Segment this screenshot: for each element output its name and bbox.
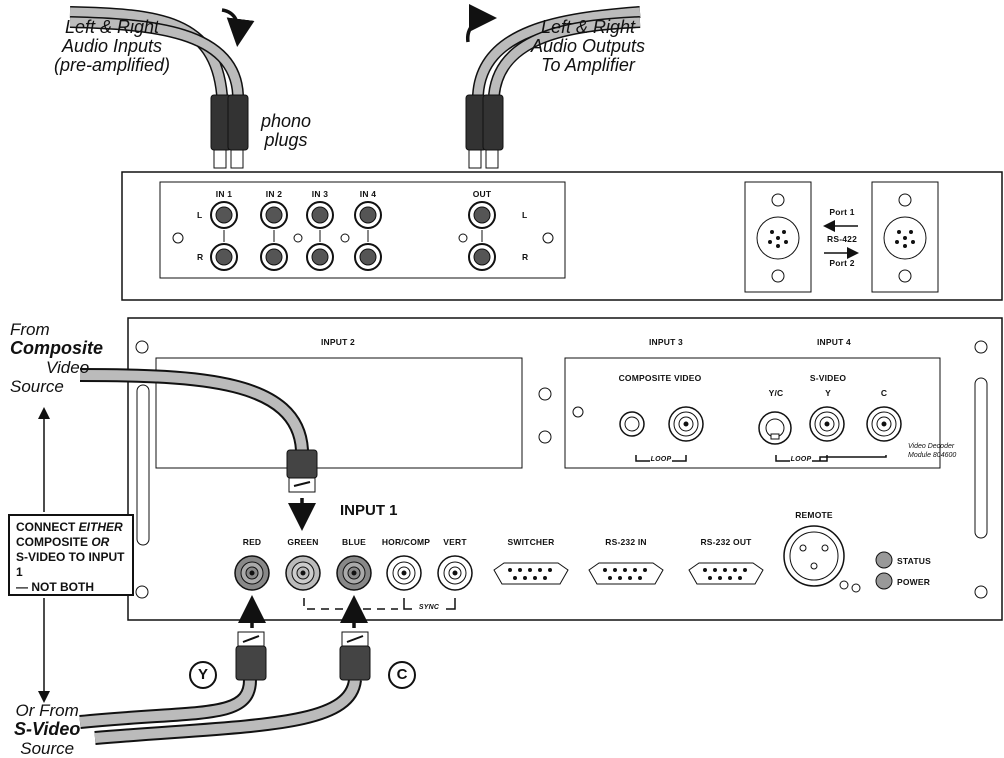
decoder-module-label: Video Decoder Module 804600 [908, 442, 956, 460]
bnc-label-vert: VERT [443, 537, 467, 547]
audio-input-cables [69, 6, 244, 96]
power-label: POWER [897, 577, 931, 587]
label-line: plugs [264, 130, 308, 150]
marker-y: Y [197, 666, 209, 683]
svideo-cables [79, 678, 362, 745]
note-text-italic: OR [91, 535, 110, 549]
label-line: Video [46, 358, 90, 377]
decoder-connectors [619, 406, 902, 445]
status-leds [875, 551, 893, 590]
label-line: Or From [15, 701, 79, 720]
jack-label-in1: IN 1 [215, 189, 233, 199]
loop-brackets [635, 455, 887, 462]
label-line: (pre-amplified) [53, 55, 171, 75]
audio-output-cables [472, 6, 641, 96]
phono-plugs-output [465, 94, 504, 169]
marker-c-circle [388, 661, 416, 689]
bnc-plug-composite [286, 449, 318, 493]
input2-label: INPUT 2 [321, 337, 355, 347]
label-line: S-Video [14, 719, 81, 739]
label-line: To Amplifier [541, 55, 635, 75]
note-text-italic: EITHER [78, 520, 123, 534]
label-line: Left & Right [64, 17, 160, 37]
port1-label: Port 1 [829, 207, 855, 217]
rs422-port1 [744, 181, 812, 293]
label-line: Audio Outputs [530, 36, 646, 56]
jack-label-out: OUT [472, 189, 492, 199]
remote-label: REMOTE [795, 510, 833, 520]
rs232-in-label: RS-232 IN [605, 537, 647, 547]
right-label-out: R [522, 252, 529, 262]
bnc-label-green: GREEN [287, 537, 319, 547]
rs232-out-port [688, 562, 764, 585]
marker-y-circle [189, 661, 217, 689]
bnc-plug-c [339, 631, 371, 681]
remote-port [783, 525, 861, 593]
note-text: COMPOSITE [16, 535, 92, 549]
right-label-in: R [197, 252, 204, 262]
status-label: STATUS [897, 556, 931, 566]
note-text: S-VIDEO TO INPUT 1 [16, 550, 125, 579]
label-line: Composite [10, 338, 104, 358]
jack-label-in4: IN 4 [359, 189, 377, 199]
phono-plugs-input [210, 94, 249, 169]
label-line: Source [10, 377, 64, 396]
left-label-in: L [197, 210, 203, 220]
curved-arrow-down [221, 8, 255, 47]
label-line: Module 804600 [908, 452, 957, 459]
s-video-label: S-VIDEO [809, 373, 847, 383]
bnc-label-horcomp: HOR/COMP [381, 537, 431, 547]
bnc-plug-y [235, 631, 267, 681]
label-line: Left & Right [540, 17, 636, 37]
phono-plugs-label: phono plugs [261, 112, 311, 150]
bnc-label-blue: BLUE [342, 537, 366, 547]
marker-c: C [396, 666, 408, 683]
rs422-label: RS-422 [826, 234, 858, 244]
curved-arrow-up [466, 4, 497, 43]
jack-label-in3: IN 3 [311, 189, 329, 199]
switcher-label: SWITCHER [507, 537, 555, 547]
audio-outputs-label: Left & Right Audio Outputs To Amplifier [531, 18, 645, 75]
y-label: Y [825, 388, 831, 398]
jack-label-in2: IN 2 [265, 189, 283, 199]
c-label: C [880, 388, 888, 398]
connect-either-note: CONNECT EITHER COMPOSITE OR S-VIDEO TO I… [8, 514, 134, 596]
audio-jacks [172, 201, 554, 271]
audio-inputs-label: Left & Right Audio Inputs (pre-amplified… [54, 18, 170, 75]
label-line: From [10, 320, 50, 339]
input1-bnc-connectors [234, 555, 473, 591]
rs422-port2 [871, 181, 939, 293]
composite-video-cable [79, 368, 309, 451]
label-line: Video Decoder [908, 443, 955, 450]
input1-label: INPUT 1 [340, 502, 398, 519]
composite-source-label: From Composite Video Source [10, 320, 103, 396]
label-line: phono [260, 111, 312, 131]
input3-label: INPUT 3 [649, 337, 683, 347]
port2-label: Port 2 [829, 258, 855, 268]
input4-label: INPUT 4 [817, 337, 851, 347]
bnc-label-red: RED [242, 537, 262, 547]
note-text: — NOT BOTH [16, 580, 94, 594]
loop-label-composite: LOOP [650, 456, 672, 463]
sync-label: SYNC [418, 604, 440, 611]
switcher-port [493, 562, 569, 585]
note-text: CONNECT [16, 520, 79, 534]
label-line: Audio Inputs [61, 36, 163, 56]
rs232-in-port [588, 562, 664, 585]
yc-label: Y/C [768, 388, 784, 398]
svideo-source-label: Or From S-Video Source [14, 701, 80, 758]
left-label-out: L [522, 210, 528, 220]
label-line: Source [20, 739, 75, 758]
composite-video-label: COMPOSITE VIDEO [618, 373, 702, 383]
loop-label-svideo: LOOP [790, 456, 812, 463]
rs232-out-label: RS-232 OUT [700, 537, 752, 547]
